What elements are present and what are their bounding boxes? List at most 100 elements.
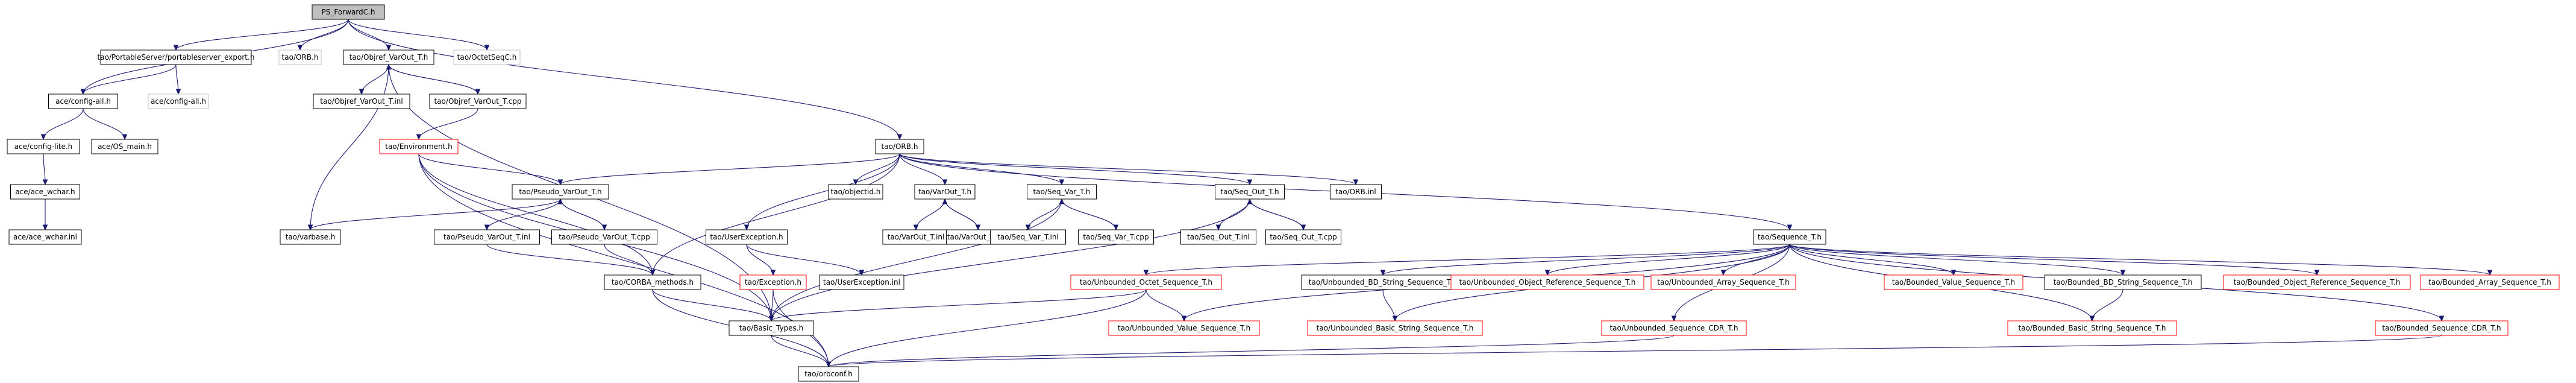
edge-line bbox=[1145, 289, 1185, 321]
edge-pseudo_varout_cpp-to-pseudo_varout bbox=[557, 198, 605, 230]
edge-sequence_t-to-unb_bd_string bbox=[1380, 244, 1790, 276]
node-tao-bounded-object-reference-sequence-t-h[interactable]: tao/Bounded_Object_Reference_Sequence_T.… bbox=[2223, 274, 2411, 290]
node-label: tao/Bounded_Array_Sequence_T.h bbox=[2428, 278, 2551, 286]
node-box bbox=[798, 366, 859, 382]
arrowhead bbox=[1392, 315, 1398, 322]
node-box bbox=[91, 139, 158, 154]
node-tao-unbounded-octet-sequence-t-h[interactable]: tao/Unbounded_Octet_Sequence_T.h bbox=[1070, 274, 1222, 290]
node-tao-seq-var-t-cpp[interactable]: tao/Seq_Var_T.cpp bbox=[1078, 229, 1154, 245]
node-tao-portableserver-portableserver-export-h[interactable]: tao/PortableServer/portableserver_export… bbox=[98, 49, 255, 65]
node-tao-varout-t-h[interactable]: tao/VarOut_T.h bbox=[914, 184, 976, 200]
node-tao-sequence-t-h[interactable]: tao/Sequence_T.h bbox=[1753, 229, 1826, 245]
node-tao-unbounded-value-sequence-t-h[interactable]: tao/Unbounded_Value_Sequence_T.h bbox=[1108, 320, 1260, 336]
node-tao-bounded-array-sequence-t-h[interactable]: tao/Bounded_Array_Sequence_T.h bbox=[2420, 274, 2560, 290]
node-tao-seq-out-t-inl[interactable]: tao/Seq_Out_T.inl bbox=[1180, 229, 1256, 245]
node-tao-pseudo-varout-t-cpp[interactable]: tao/Pseudo_VarOut_T.cpp bbox=[551, 229, 657, 245]
arrowhead bbox=[1353, 179, 1359, 186]
edge-line bbox=[1789, 244, 2317, 276]
node-ace-config-lite-h[interactable]: ace/config-lite.h bbox=[7, 139, 80, 154]
node-tao-pseudo-varout-t-inl[interactable]: tao/Pseudo_VarOut_T.inl bbox=[434, 229, 540, 245]
node-tao-unbounded-array-sequence-t-h[interactable]: tao/Unbounded_Array_Sequence_T.h bbox=[1650, 274, 1796, 290]
edge-varout_t-to-varout_cpp bbox=[944, 198, 981, 231]
node-label: tao/Sequence_T.h bbox=[1758, 233, 1822, 241]
node-box bbox=[828, 184, 883, 200]
node-tao-seq-var-t-h[interactable]: tao/Seq_Var_T.h bbox=[1027, 184, 1097, 200]
node-tao-userexception-inl[interactable]: tao/UserException.inl bbox=[819, 274, 904, 290]
node-tao-objref-varout-t-h[interactable]: tao/Objref_VarOut_T.h bbox=[343, 49, 434, 65]
node-box bbox=[7, 139, 80, 154]
node-tao-corba-methods-h[interactable]: tao/CORBA_methods.h bbox=[604, 274, 701, 290]
arrowhead bbox=[2120, 270, 2126, 276]
node-tao-exception-h[interactable]: tao/Exception.h bbox=[739, 274, 807, 290]
node-label: tao/Objref_VarOut_T.cpp bbox=[434, 97, 522, 106]
node-tao-bounded-sequence-cdr-t-h[interactable]: tao/Bounded_Sequence_CDR_T.h bbox=[2375, 320, 2509, 336]
node-box bbox=[706, 229, 788, 245]
node-box bbox=[379, 139, 459, 154]
node-label: tao/Unbounded_BD_String_Sequence_T.h bbox=[1309, 278, 1457, 286]
node-label: tao/Seq_Out_T.h bbox=[1220, 188, 1279, 196]
node-tao-userexception-h[interactable]: tao/UserException.h bbox=[706, 229, 788, 245]
node-tao-octetseqc-h[interactable]: tao/OctetSeqC.h bbox=[453, 49, 521, 65]
edge-pseudo_varout-to-varbase bbox=[307, 198, 561, 231]
edge-userexception-to-userexception_inl bbox=[746, 244, 865, 276]
node-box bbox=[1180, 229, 1256, 245]
node-ace-ace-wchar-h[interactable]: ace/ace_wchar.h bbox=[10, 184, 80, 200]
node-label: tao/Bounded_Sequence_CDR_T.h bbox=[2382, 324, 2501, 332]
edge-line bbox=[486, 198, 561, 230]
arrowhead bbox=[2089, 315, 2095, 322]
edge-line bbox=[746, 153, 900, 230]
node-box bbox=[512, 184, 609, 200]
node-label: tao/UserException.h bbox=[710, 233, 783, 241]
arrowhead bbox=[175, 89, 181, 95]
node-tao-orb-h[interactable]: tao/ORB.h bbox=[278, 49, 322, 65]
node-tao-bounded-basic-string-sequence-t-h[interactable]: tao/Bounded_Basic_String_Sequence_T.h bbox=[2007, 320, 2177, 336]
edge-line bbox=[771, 198, 1062, 321]
node-tao-orb-h[interactable]: tao/ORB.h bbox=[875, 139, 924, 154]
edge-environment-to-pseudo_varout bbox=[418, 153, 563, 186]
node-tao-objref-varout-t-cpp[interactable]: tao/Objref_VarOut_T.cpp bbox=[429, 93, 527, 109]
edge-ace_wchar-to-ace_wchar_inl bbox=[42, 198, 48, 231]
edge-pseudo_varout_cpp-to-corba_methods bbox=[604, 244, 656, 276]
node-tao-unbounded-sequence-cdr-t-h[interactable]: tao/Unbounded_Sequence_CDR_T.h bbox=[1601, 320, 1747, 336]
edge-seq_var_cpp-to-seq_var_t bbox=[1059, 198, 1117, 230]
edge-seq_out_t-to-seq_out_inl bbox=[1215, 198, 1250, 231]
node-tao-objectid-h[interactable]: tao/objectid.h bbox=[828, 184, 883, 200]
node-box bbox=[2007, 320, 2177, 336]
node-tao-orbconf-h[interactable]: tao/orbconf.h bbox=[798, 366, 859, 382]
node-ace-config-all-h[interactable]: ace/config-all.h bbox=[48, 93, 118, 109]
node-ace-ace-wchar-inl[interactable]: ace/ace_wchar.inl bbox=[8, 229, 82, 245]
node-box bbox=[1215, 184, 1285, 200]
node-tao-seq-out-t-cpp[interactable]: tao/Seq_Out_T.cpp bbox=[1265, 229, 1341, 245]
node-tao-objref-varout-t-inl[interactable]: tao/Objref_VarOut_T.inl bbox=[313, 93, 410, 109]
node-tao-unbounded-basic-string-sequence-t-h[interactable]: tao/Unbounded_Basic_String_Sequence_T.h bbox=[1307, 320, 1483, 336]
node-box bbox=[313, 93, 410, 109]
node-tao-bounded-bd-string-sequence-t-h[interactable]: tao/Bounded_BD_String_Sequence_T.h bbox=[2044, 274, 2202, 290]
node-ace-config-all-h[interactable]: ace/config-all.h bbox=[148, 93, 209, 109]
edge-line bbox=[83, 108, 125, 140]
node-tao-unbounded-bd-string-sequence-t-h[interactable]: tao/Unbounded_BD_String_Sequence_T.h bbox=[1301, 274, 1465, 290]
arrowhead bbox=[897, 134, 903, 141]
node-tao-pseudo-varout-t-h[interactable]: tao/Pseudo_VarOut_T.h bbox=[512, 184, 609, 200]
node-ace-os-main-h[interactable]: ace/OS_main.h bbox=[91, 139, 158, 154]
arrowhead bbox=[1544, 270, 1550, 276]
edge-varout_cpp-to-varout_t bbox=[942, 198, 979, 230]
edge-objref_varout-to-varbase bbox=[307, 64, 389, 231]
node-tao-varbase-h[interactable]: tao/varbase.h bbox=[280, 229, 341, 245]
edge-line bbox=[310, 64, 389, 230]
arrowhead bbox=[826, 361, 832, 368]
arrowhead bbox=[297, 45, 303, 51]
node-tao-seq-var-t-inl[interactable]: tao/Seq_Var_T.inl bbox=[990, 229, 1066, 245]
node-tao-basic-types-h[interactable]: tao/Basic_Types.h bbox=[729, 320, 814, 336]
arrowhead bbox=[650, 270, 656, 276]
edge-orb_h-to-pseudo_varout bbox=[557, 153, 900, 186]
node-tao-seq-out-t-h[interactable]: tao/Seq_Out_T.h bbox=[1215, 184, 1285, 200]
node-tao-bounded-value-sequence-t-h[interactable]: tao/Bounded_Value_Sequence_T.h bbox=[1884, 274, 2023, 290]
node-box bbox=[280, 229, 341, 245]
edge-line bbox=[652, 289, 772, 321]
node-tao-unbounded-object-reference-sequence-t-h[interactable]: tao/Unbounded_Object_Reference_Sequence_… bbox=[1450, 274, 1644, 290]
edge-sequence_t-to-unb_objref bbox=[1544, 244, 1790, 276]
node-tao-varout-t-inl[interactable]: tao/VarOut_T.inl bbox=[882, 229, 950, 245]
node-tao-orb-inl[interactable]: tao/ORB.inl bbox=[1330, 184, 1382, 200]
arrowhead bbox=[557, 198, 563, 204]
node-tao-environment-h[interactable]: tao/Environment.h bbox=[379, 139, 459, 154]
